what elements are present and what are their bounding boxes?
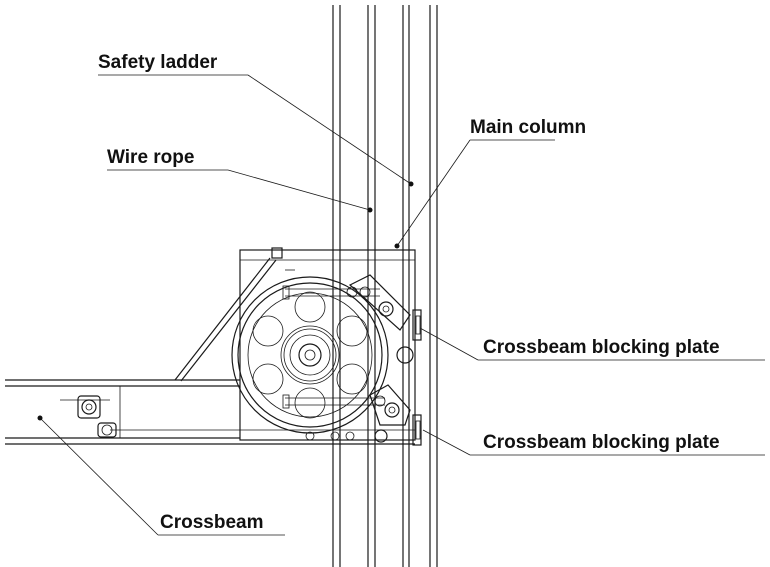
- lower-bracket: [282, 346, 414, 443]
- label-wire-rope: Wire rope: [107, 147, 194, 168]
- sheave-wheel: [231, 276, 389, 434]
- carriage-plate: [239, 247, 416, 441]
- label-main-column: Main column: [470, 117, 586, 138]
- label-crossbeam-blocking-plate-lower: Crossbeam blocking plate: [483, 432, 720, 453]
- label-crossbeam-blocking-plate-upper: Crossbeam blocking plate: [483, 337, 720, 358]
- diagonal-brace: [174, 257, 277, 382]
- label-crossbeam: Crossbeam: [160, 512, 264, 533]
- crossbeam-body: [5, 379, 415, 445]
- leader-lines: [37, 74, 765, 536]
- main-column-rails: [332, 5, 438, 567]
- blocking-plates: [412, 309, 422, 446]
- upper-bracket: [282, 274, 411, 331]
- label-safety-ladder: Safety ladder: [98, 52, 218, 73]
